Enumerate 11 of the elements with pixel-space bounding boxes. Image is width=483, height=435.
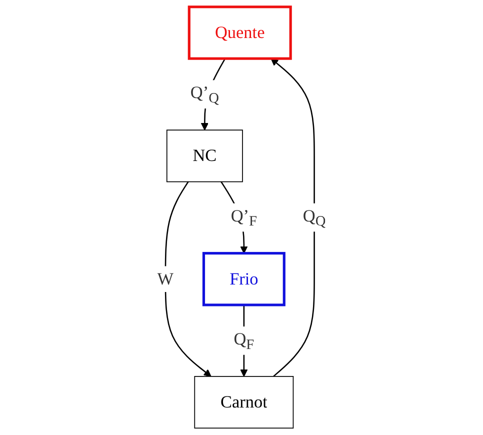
edge-label: W (157, 270, 174, 289)
node-box: Quente (188, 6, 292, 60)
edge-label: Q$_{Q}$ (302, 206, 326, 230)
arrow (164, 181, 212, 377)
node-box: NC (166, 130, 243, 182)
edge-label: Q’$_{F}$ (230, 206, 258, 230)
edge-label: Q$_{F}$ (234, 330, 254, 352)
node-box: Carnot (194, 376, 294, 429)
arrow (270, 58, 315, 377)
edge-label: Q’$_{Q}$ (190, 84, 219, 106)
node-box: Frio (202, 252, 286, 306)
